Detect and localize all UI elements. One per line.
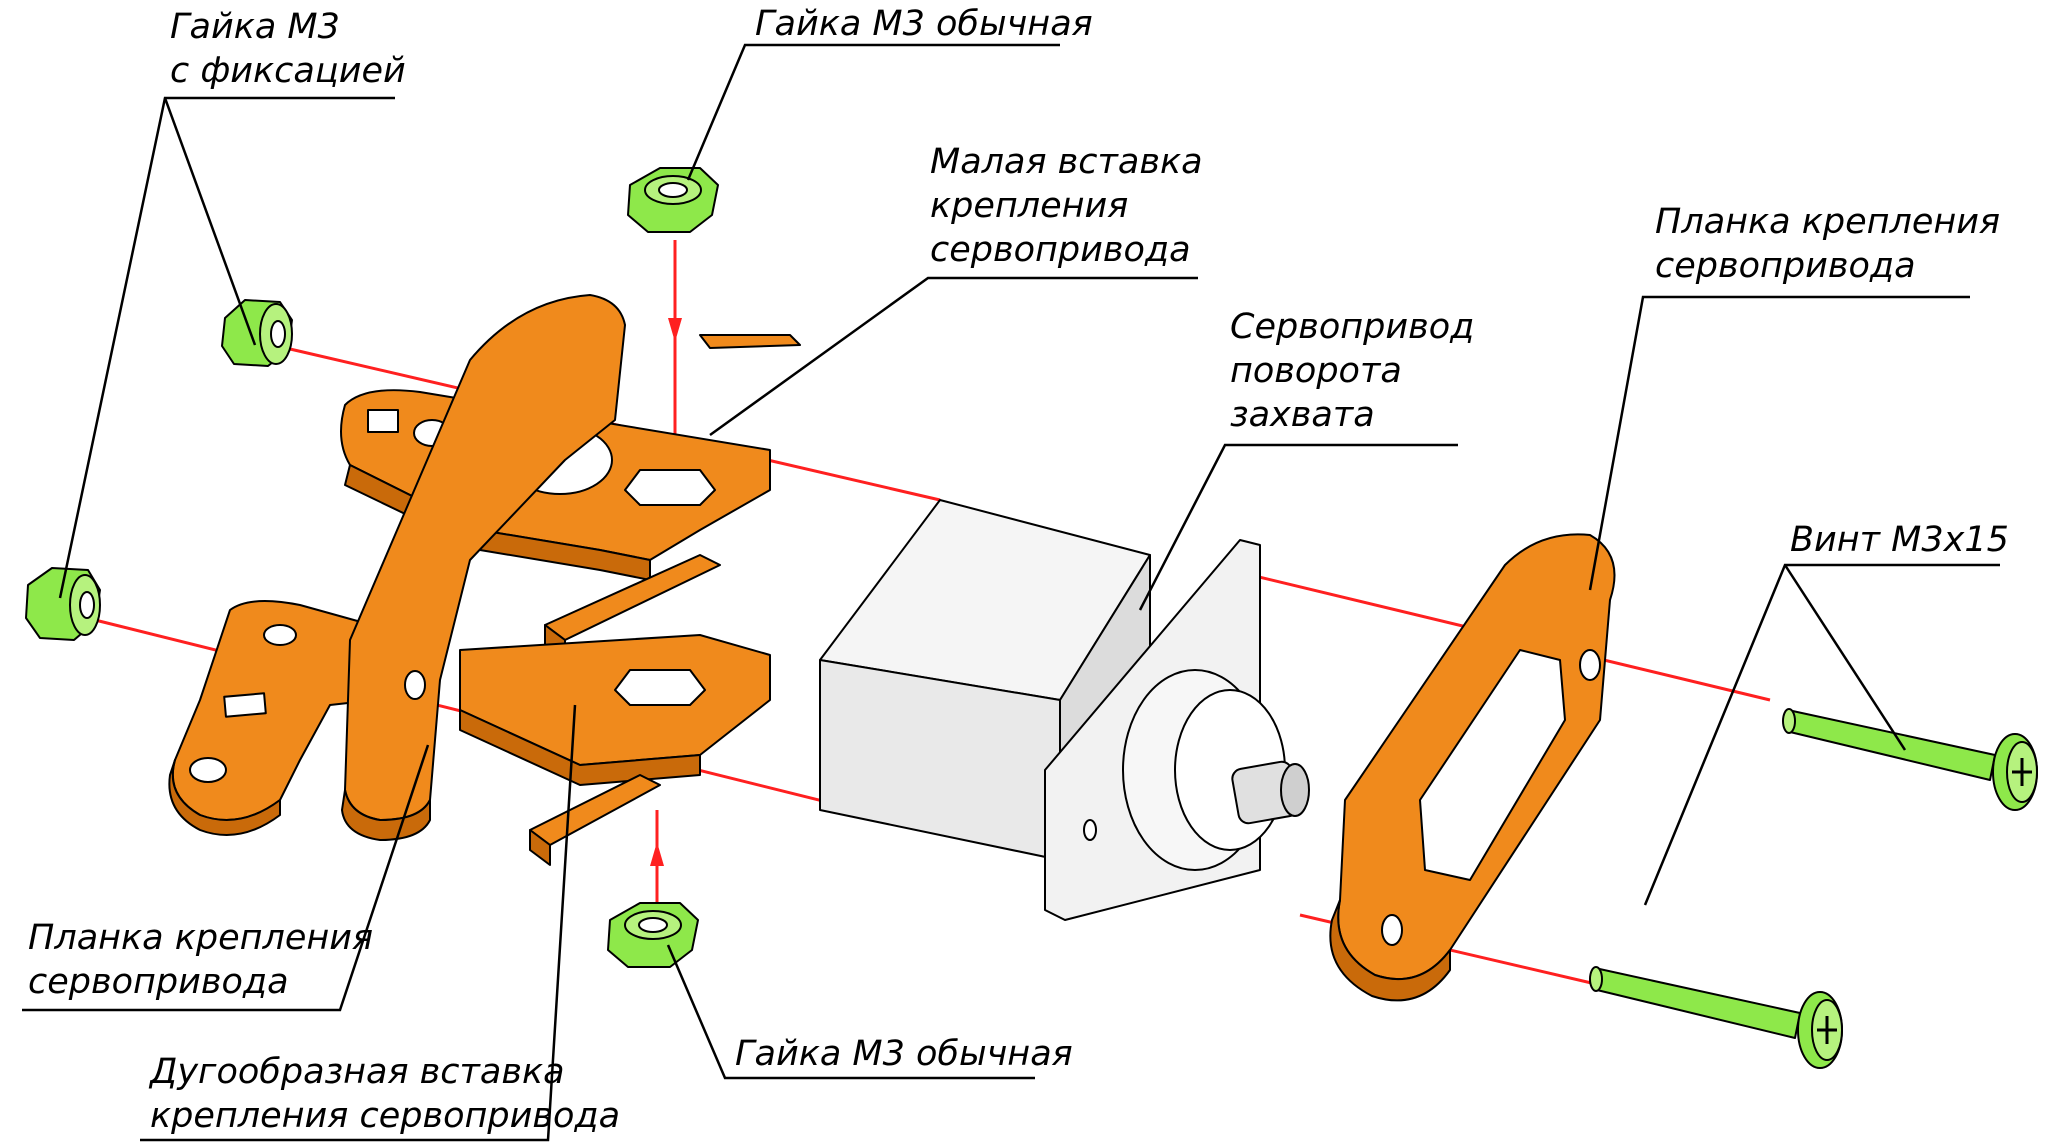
- label-line: Гайка М3 обычная: [735, 1034, 1073, 1074]
- servo-mount-hole: [1083, 819, 1097, 841]
- label-line: Дугообразная вставка: [150, 1052, 565, 1092]
- label-screw: Винт М3х15: [1790, 518, 2009, 562]
- label-plate-left: Планка крепления сервопривода: [28, 916, 373, 1004]
- prong-lower-edge: [529, 829, 551, 866]
- label-line: сервопривода: [930, 230, 1191, 270]
- label-line: сервопривода: [1655, 246, 1916, 286]
- label-line: сервопривода: [28, 962, 289, 1002]
- label-arc-insert: Дугообразная вставка крепления сервоприв…: [150, 1050, 620, 1138]
- leader-nut-top: [686, 43, 1060, 181]
- hex-pocket-upper: [624, 469, 716, 506]
- regular-nut-bottom: [607, 902, 699, 968]
- label-servo: Сервопривод поворота захвата: [1230, 305, 1474, 437]
- screw-shank-end: [1589, 966, 1603, 992]
- servo-motor: [819, 499, 1310, 921]
- label-nut-locking: Гайка М3 с фиксацией: [170, 5, 406, 93]
- label-line: захвата: [1230, 395, 1375, 435]
- label-line: Гайка М3: [170, 7, 340, 47]
- regular-nut-top: [627, 167, 719, 233]
- small-insert-lower-edge: [459, 709, 701, 786]
- locking-nut-upper: [221, 299, 293, 367]
- locking-nut-lower: [25, 567, 101, 641]
- leader-lines: [22, 43, 2000, 1142]
- arc-insert-edge: [168, 759, 281, 836]
- label-line: поворота: [1230, 351, 1402, 391]
- leader-servo: [1138, 443, 1458, 611]
- label-line: Планка крепления: [1655, 202, 2001, 242]
- screw-upper: [1782, 708, 2038, 811]
- right-mount-plate: [1329, 533, 1616, 1002]
- label-line: Гайка М3 обычная: [755, 4, 1093, 44]
- left-mount-plate-edge: [341, 789, 431, 841]
- nut-bore: [638, 917, 668, 933]
- label-line: крепления сервопривода: [150, 1096, 621, 1136]
- right-plate-edge: [1329, 899, 1451, 1002]
- hex-pocket-lower: [614, 669, 706, 706]
- phillips-cross-icon: [2012, 758, 2032, 786]
- right-plate-window: [1419, 649, 1566, 881]
- label-line: Планка крепления: [28, 918, 374, 958]
- upper-slot: [367, 409, 399, 433]
- right-plate-hole: [1381, 914, 1403, 946]
- screw-shank-end: [1782, 708, 1796, 734]
- left-bracket-assembly: [168, 294, 801, 866]
- screw-shank: [1594, 967, 1801, 1039]
- nut-bore: [658, 182, 688, 198]
- fasteners: [25, 167, 2038, 1069]
- screw-shank: [1787, 709, 1996, 781]
- arrow-down-icon: [668, 318, 682, 342]
- arc-insert-hole: [189, 757, 227, 783]
- leader-plate-right: [1588, 295, 1970, 591]
- leader-screw-branch: [1783, 564, 1907, 751]
- leader-arc-insert: [140, 704, 577, 1142]
- arc-insert-slot: [223, 692, 267, 718]
- leader-plate-left: [22, 744, 430, 1012]
- nut-bore: [79, 591, 95, 619]
- right-plate-hole: [1579, 649, 1601, 681]
- label-nut-top: Гайка М3 обычная: [755, 2, 1093, 46]
- nut-bore: [270, 320, 286, 348]
- plate-hole: [404, 670, 426, 700]
- label-small-insert: Малая вставка крепления сервопривода: [930, 140, 1203, 272]
- label-line: крепления: [930, 186, 1129, 226]
- prong-lower: [529, 774, 661, 846]
- leader-nut-bottom: [666, 944, 1035, 1080]
- leader-small-insert: [709, 276, 1198, 437]
- leader-nut-locking-branch: [163, 97, 257, 346]
- label-line: Винт М3х15: [1790, 520, 2009, 560]
- screw-lower: [1589, 966, 1843, 1069]
- phillips-cross-icon: [1817, 1016, 1837, 1044]
- label-line: Сервопривод: [1230, 307, 1475, 347]
- label-line: с фиксацией: [170, 51, 406, 91]
- servo-shaft-end: [1280, 763, 1310, 817]
- arrow-up-icon: [650, 842, 664, 866]
- label-nut-bottom: Гайка М3 обычная: [735, 1032, 1073, 1076]
- arc-insert-hole: [263, 624, 297, 646]
- label-plate-right: Планка крепления сервопривода: [1655, 200, 2000, 288]
- label-line: Малая вставка: [930, 142, 1203, 182]
- prong-upper: [699, 334, 801, 349]
